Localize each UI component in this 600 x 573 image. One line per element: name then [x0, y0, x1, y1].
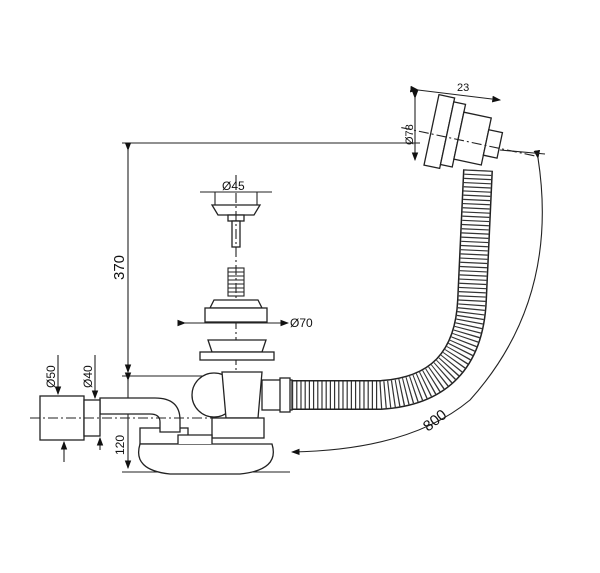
outlet-diameter-label: Ø70 [290, 316, 313, 330]
stopper-assembly [177, 175, 290, 420]
hose-length-label: 800 [420, 406, 450, 435]
overflow-diameter-label: Ø78 [404, 124, 416, 145]
pipe-outer-diameter-label: Ø50 [44, 365, 58, 388]
corrugated-hose [292, 169, 493, 410]
pipe-inner-diameter-label: Ø40 [81, 365, 95, 388]
siphon-body [30, 355, 293, 475]
trap-height-label: 120 [113, 435, 127, 455]
hose-length-dimension [290, 149, 543, 456]
overflow-depth-label: 23 [457, 82, 469, 94]
stopper-diameter-label: Ø45 [222, 179, 245, 193]
height-label: 370 [111, 255, 128, 280]
